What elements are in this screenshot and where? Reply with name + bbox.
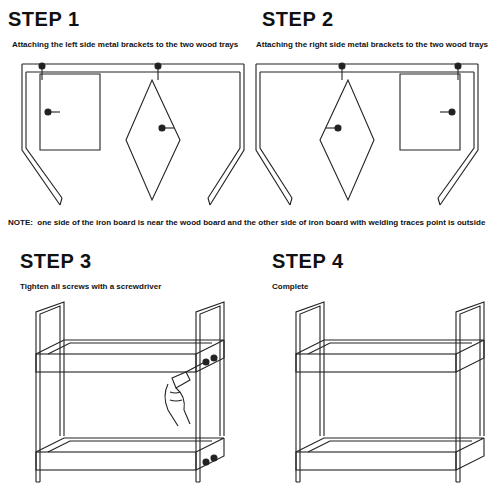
wood-tray: [40, 74, 100, 150]
step-instruction: Complete: [272, 282, 308, 291]
step-heading: STEP 1: [8, 8, 80, 31]
screws: [39, 63, 174, 131]
step-instruction: Attaching the left side metal brackets t…: [12, 40, 238, 49]
note-text: NOTE: one side of the iron board is near…: [8, 218, 485, 227]
right-bracket: [196, 302, 224, 482]
top-tray-body: [36, 340, 224, 372]
screwdriver-hand: [165, 355, 217, 465]
bracket-leg: [22, 64, 62, 205]
step1-bracket-drawing: [22, 63, 244, 205]
bracket-end: [60, 198, 210, 205]
step-instruction: Tighten all screws with a screwdriver: [20, 282, 161, 291]
screwdriver-handle: [172, 372, 190, 388]
bracket-rail: [22, 64, 244, 72]
top-tray-rim: [48, 343, 212, 354]
bracket-foot: [36, 481, 200, 482]
bottom-tray-front: [36, 452, 196, 470]
bracket-leg: [208, 64, 244, 205]
wood-tray: [126, 80, 180, 200]
step4-rack-drawing: [296, 302, 484, 482]
screwdriver: [186, 363, 203, 372]
bottom-tray-rim: [48, 441, 212, 452]
step2-bracket-drawing: [256, 63, 478, 205]
left-bracket: [36, 302, 64, 482]
bottom-tray-body: [36, 438, 224, 470]
step3-rack-drawing: [36, 302, 224, 482]
step-heading: STEP 2: [262, 8, 334, 31]
step-heading: STEP 3: [20, 250, 92, 273]
hand: [165, 384, 190, 426]
step-instruction: Attaching the right side metal brackets …: [256, 40, 488, 49]
top-tray-front: [36, 354, 196, 372]
step-heading: STEP 4: [272, 250, 344, 273]
screws: [203, 355, 217, 465]
